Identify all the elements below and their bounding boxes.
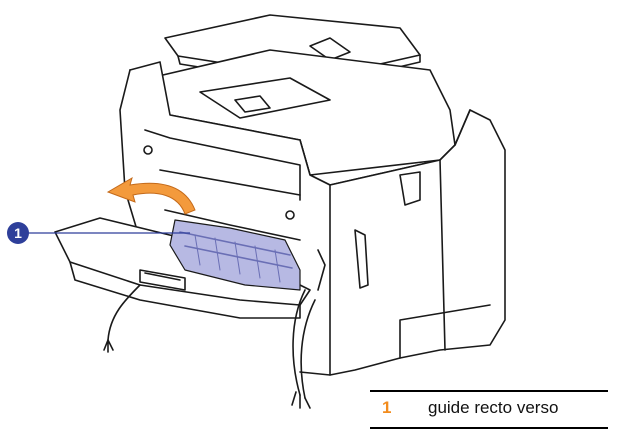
- legend-table: 1 guide recto verso: [370, 390, 608, 430]
- callout-badge-1: 1: [7, 222, 29, 244]
- printer-body: [119, 61, 506, 376]
- power-cords: [103, 249, 326, 409]
- open-direction-arrow: [106, 176, 196, 215]
- legend-rule-bottom: [370, 427, 608, 429]
- legend-label: guide recto verso: [428, 398, 559, 417]
- legend-rule-top: [370, 390, 608, 392]
- legend-number: 1: [382, 398, 392, 417]
- document-feeder: [149, 14, 456, 186]
- duplex-guide: [169, 219, 301, 291]
